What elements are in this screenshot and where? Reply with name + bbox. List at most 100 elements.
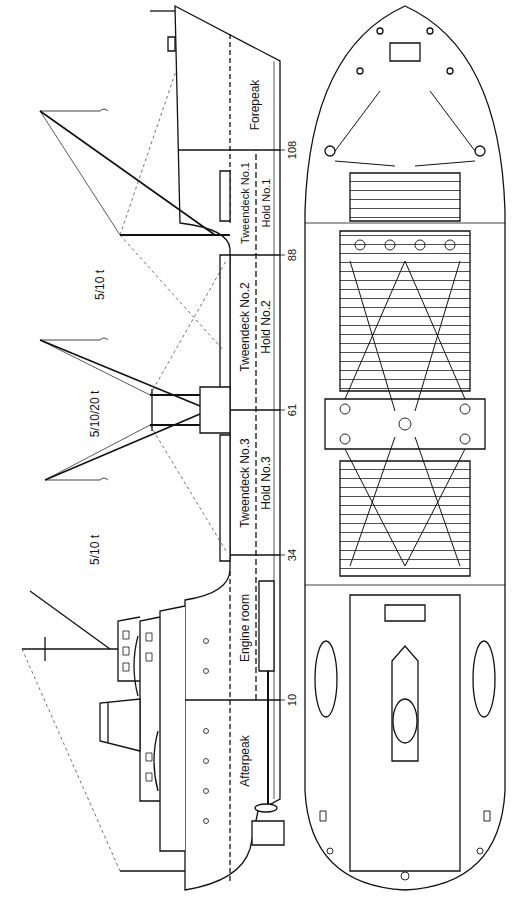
drawing-stroke [399,418,411,430]
drawing-stroke [460,404,470,414]
shaft [267,671,269,804]
main-deck [229,569,230,600]
cargo-hook [100,338,108,480]
lifeboat [315,641,337,717]
drawing-stroke [340,404,350,414]
crosstree [151,389,152,431]
cargo-runner [40,111,100,112]
drawing-stroke [230,254,280,255]
hull-outline [175,6,280,890]
hatch [340,231,470,391]
drawing-stroke [146,773,152,781]
drawing-stroke [335,161,395,166]
drawing-stroke [335,91,380,151]
keel-ticks [280,150,285,700]
kingpost [325,146,335,156]
drawing-stroke [280,410,285,411]
stern-mast [120,870,185,871]
lifeboat [134,636,138,696]
stay [120,235,224,351]
drawing-stroke [401,872,409,880]
compartment-label: Tweendeck No.1 [240,162,251,244]
rudder [252,821,284,845]
drawing-stroke [280,150,285,151]
drawing-stroke [280,700,285,701]
topping-lift [40,111,120,235]
stern-fittings [320,811,490,880]
frame-number: 108 [287,141,298,159]
drawing-stroke [405,449,465,566]
drawing-stroke [415,240,425,250]
compartment-label: Engine room [239,594,251,662]
drawing-stroke [484,811,490,821]
mast-house [200,387,230,433]
windlass [168,37,175,51]
main-deck [229,600,230,881]
windlass [390,43,420,61]
funnel [100,699,140,751]
forecastle-break [305,223,505,224]
stays [22,649,120,871]
main-engine [259,581,274,671]
capacity-label: 5/10 t [89,535,101,565]
drawing-stroke [415,437,460,566]
bitts [377,28,383,34]
deck-outline [305,6,505,890]
hatch [350,173,460,221]
funnel-plan [393,699,417,743]
bitts [357,68,363,74]
drawing-stroke [185,699,280,700]
deckhouse [350,595,460,871]
drawing-stroke [230,409,280,410]
kingposts [340,404,470,444]
lifeboat [154,731,158,791]
drawing-stroke [327,848,333,854]
compartment-label: Tweendeck No.2 [239,282,251,371]
drawing-stroke [123,663,129,671]
drawing-stroke [385,240,395,250]
radar-mast [22,648,118,649]
lifeboat [473,641,495,717]
poop-break [305,585,505,586]
ventilators [355,240,455,250]
drawing-stroke [477,848,483,854]
drawing-stroke [204,819,209,824]
drawing-stroke [405,261,465,399]
drawing-stroke [340,434,350,444]
aft-derrick [30,591,110,649]
mast-house [325,399,485,449]
drawing-stroke [430,91,475,151]
drawing-stroke [123,647,129,655]
cargo-runner [45,480,100,481]
stay [120,71,176,235]
compartment-label: Hold No.1 [261,179,272,228]
frame-number: 10 [287,694,298,706]
drawing-stroke [280,555,285,556]
stay [150,425,226,551]
drawing-stroke [320,811,326,821]
derrick-boom [45,414,200,480]
double-bottom [274,61,275,799]
bitts [427,28,433,34]
cargo-hook [100,109,108,111]
drawing-stroke [146,653,152,661]
bitts [447,68,453,74]
compartment-label: Afterpeak [239,735,251,786]
topping-lift [40,340,150,395]
drawing-stroke [350,437,395,566]
cargo-runner [40,340,100,341]
derrick-boom [40,340,200,406]
derrick-booms-plan [345,261,465,566]
compartment-label: Forepeak [249,80,261,131]
compartment-label: Hold No.2 [260,300,272,353]
profile-view [22,6,285,890]
kingpost [475,146,485,156]
drawing-stroke [345,261,405,399]
drawing-stroke [123,631,129,639]
drawing-stroke [204,669,209,674]
drawing-stroke [460,434,470,444]
hatch-coaming [220,171,230,221]
drawing-stroke [146,633,152,641]
